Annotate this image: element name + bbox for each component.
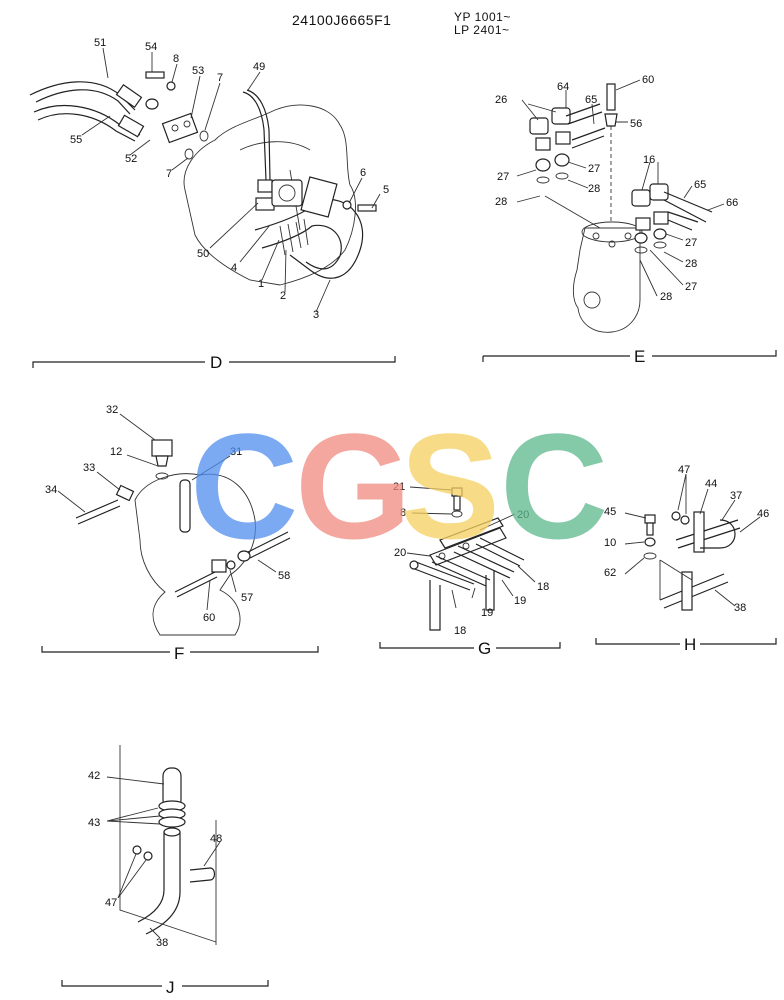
callout-d-49: 49 <box>253 61 265 73</box>
callout-f-12: 12 <box>110 446 122 458</box>
section-label-f: F <box>174 644 184 663</box>
watermark-letter-s: S <box>400 402 500 570</box>
callout-f-31: 31 <box>230 446 242 458</box>
section-f-label: F <box>41 644 319 663</box>
callout-e-65b: 65 <box>694 179 706 191</box>
callout-f-60: 60 <box>203 612 215 624</box>
callout-h-38: 38 <box>734 602 746 614</box>
callout-h-62: 62 <box>604 567 616 579</box>
callout-d-1: 1 <box>258 278 264 290</box>
callout-e-56: 56 <box>630 118 642 130</box>
callout-g-18a: 18 <box>537 581 549 593</box>
callout-e-64: 64 <box>557 81 569 93</box>
callout-g-19a: 19 <box>514 595 526 607</box>
callout-f-33: 33 <box>83 462 95 474</box>
callout-f-58: 58 <box>278 570 290 582</box>
callout-j-47: 47 <box>105 897 117 909</box>
section-label-d: D <box>210 353 222 372</box>
cgsc-watermark: C G S C <box>190 402 608 570</box>
callout-e-27d: 27 <box>685 281 697 293</box>
callout-e-27a: 27 <box>497 171 509 183</box>
callout-e-28a: 28 <box>588 183 600 195</box>
section-j-label: J <box>61 978 269 997</box>
section-j-callouts: 42 43 48 47 38 <box>88 770 222 949</box>
callout-h-10: 10 <box>604 537 616 549</box>
callout-d-55: 55 <box>70 134 82 146</box>
watermark-letter-g: G <box>295 402 412 570</box>
callout-d-6: 6 <box>360 167 366 179</box>
callout-d-52: 52 <box>125 153 137 165</box>
callout-d-5: 5 <box>383 184 389 196</box>
watermark-letter-c2: C <box>500 402 608 570</box>
callout-j-38: 38 <box>156 937 168 949</box>
section-label-e: E <box>634 347 645 366</box>
callout-j-43: 43 <box>88 817 100 829</box>
callout-j-42: 42 <box>88 770 100 782</box>
callout-g-20a: 20 <box>517 509 529 521</box>
callout-e-27b: 27 <box>588 163 600 175</box>
callout-h-37: 37 <box>730 490 742 502</box>
section-e-drawing <box>516 79 725 333</box>
callout-d-50: 50 <box>197 248 209 260</box>
callout-d-7a: 7 <box>217 72 223 84</box>
callout-d-53: 53 <box>192 65 204 77</box>
section-f-callouts: 32 12 31 33 34 58 57 60 <box>45 404 290 624</box>
callout-e-28c: 28 <box>685 258 697 270</box>
section-h-drawing <box>624 473 761 611</box>
callout-f-57: 57 <box>241 592 253 604</box>
section-e-label: E <box>482 347 777 366</box>
section-j-drawing <box>106 745 221 945</box>
callout-h-45: 45 <box>604 506 616 518</box>
section-h-label: H <box>595 635 777 654</box>
callout-h-44: 44 <box>705 478 717 490</box>
section-d-label: D <box>32 353 396 372</box>
callout-g-19b: 19 <box>481 607 493 619</box>
callout-f-32: 32 <box>106 404 118 416</box>
section-d-callouts: 51 54 8 53 7 49 55 52 7 6 5 50 4 1 2 3 <box>70 37 389 321</box>
watermark-letter-c1: C <box>190 402 298 570</box>
callout-d-7b: 7 <box>166 168 172 180</box>
callout-g-8: 8 <box>400 507 406 519</box>
callout-g-20b: 20 <box>394 547 406 559</box>
section-label-h: H <box>684 635 696 654</box>
serial-range-2: LP 2401~ <box>454 23 510 37</box>
callout-d-2: 2 <box>280 290 286 302</box>
callout-g-21: 21 <box>393 481 405 493</box>
callout-e-28d: 28 <box>660 291 672 303</box>
section-g-drawing <box>406 486 536 631</box>
section-g-callouts: 21 8 20 20 18 19 19 18 <box>393 481 549 637</box>
callout-h-46: 46 <box>757 508 769 520</box>
callout-e-66: 66 <box>726 197 738 209</box>
section-e-callouts: 60 64 26 65 56 27 27 28 28 16 65 66 27 2… <box>495 74 738 303</box>
callout-h-47: 47 <box>678 464 690 476</box>
callout-e-26: 26 <box>495 94 507 106</box>
part-number: 24100J6665F1 <box>292 12 392 28</box>
callout-d-4: 4 <box>231 262 237 274</box>
callout-f-34: 34 <box>45 484 57 496</box>
section-d-drawing <box>29 47 381 313</box>
callout-e-27c: 27 <box>685 237 697 249</box>
serial-range-1: YP 1001~ <box>454 10 511 24</box>
callout-d-8: 8 <box>173 53 179 65</box>
callout-g-18b: 18 <box>454 625 466 637</box>
callout-d-54: 54 <box>145 41 157 53</box>
section-f-drawing <box>57 413 291 636</box>
section-h-callouts: 47 44 37 45 46 10 62 38 <box>604 464 769 614</box>
section-label-j: J <box>166 978 175 997</box>
callout-e-28b: 28 <box>495 196 507 208</box>
section-label-g: G <box>478 639 491 658</box>
callout-d-51: 51 <box>94 37 106 49</box>
callout-d-3: 3 <box>313 309 319 321</box>
callout-e-65a: 65 <box>585 94 597 106</box>
section-g-label: G <box>379 639 561 658</box>
callout-j-48: 48 <box>210 833 222 845</box>
callout-e-60: 60 <box>642 74 654 86</box>
callout-e-16: 16 <box>643 154 655 166</box>
